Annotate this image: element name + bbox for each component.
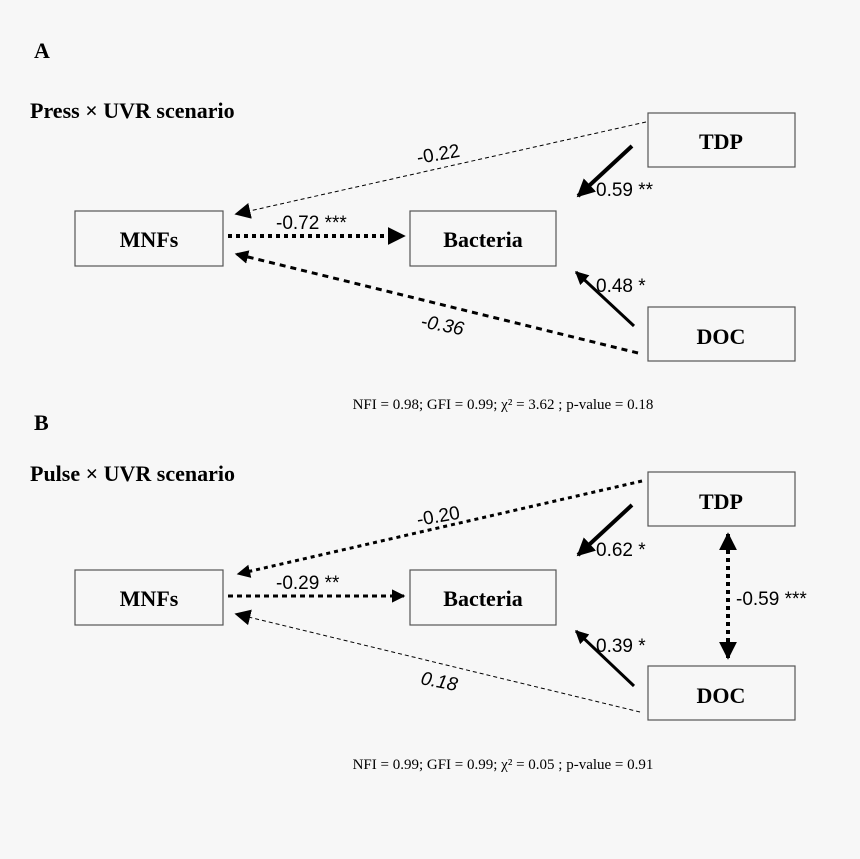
arrow-tdp-mnfs: [234, 121, 647, 219]
coef-tdp-bacteria: 0.62 *: [596, 540, 646, 561]
arrow-tdp-bacteria: [576, 144, 634, 198]
coef-tdp-doc: -0.59 ***: [736, 589, 807, 610]
node-label: MNFs: [120, 586, 179, 611]
panel-a: A Press × UVR scenario MNFs Bacteria TDP…: [30, 38, 796, 413]
coef-doc-mnfs: 0.18: [419, 668, 460, 696]
node-tdp: TDP: [647, 112, 796, 168]
arrow-doc-bacteria: [574, 270, 636, 328]
node-mnfs: MNFs: [74, 569, 224, 626]
coef-mnfs-bacteria: -0.29 **: [276, 573, 340, 594]
arrow-doc-mnfs: [234, 609, 641, 713]
node-label: TDP: [699, 129, 743, 154]
panel-b-letter: B: [34, 410, 49, 435]
panel-b: B Pulse × UVR scenario MNFs Bacteria TDP…: [30, 410, 807, 773]
coef-mnfs-bacteria: -0.72 ***: [276, 213, 347, 234]
node-tdp: TDP: [647, 471, 796, 527]
node-label: TDP: [699, 489, 743, 514]
node-label: DOC: [697, 324, 746, 349]
coef-doc-mnfs: -0.36: [419, 311, 466, 340]
node-mnfs: MNFs: [74, 210, 224, 267]
node-label: Bacteria: [443, 586, 522, 611]
node-doc: DOC: [647, 306, 796, 362]
panel-a-title: Press × UVR scenario: [30, 98, 235, 123]
arrow-doc-mnfs: [234, 250, 639, 355]
panel-a-fit-stats: NFI = 0.98; GFI = 0.99; χ² = 3.62 ; p-va…: [353, 397, 654, 413]
node-label: DOC: [697, 683, 746, 708]
panel-b-fit-stats: NFI = 0.99; GFI = 0.99; χ² = 0.05 ; p-va…: [353, 757, 654, 773]
coef-doc-bacteria: 0.48 *: [596, 276, 646, 297]
coef-tdp-mnfs: -0.20: [415, 503, 461, 531]
coef-doc-bacteria: 0.39 *: [596, 636, 646, 657]
arrow-tdp-bacteria: [576, 503, 634, 557]
panel-b-title: Pulse × UVR scenario: [30, 461, 235, 486]
coef-tdp-bacteria: 0.59 **: [596, 180, 654, 201]
node-bacteria: Bacteria: [409, 210, 557, 267]
node-label: Bacteria: [443, 227, 522, 252]
node-doc: DOC: [647, 665, 796, 721]
arrow-tdp-mnfs: [236, 479, 643, 578]
arrow-doc-bacteria: [574, 629, 636, 688]
node-bacteria: Bacteria: [409, 569, 557, 626]
node-label: MNFs: [120, 227, 179, 252]
panel-a-letter: A: [34, 38, 50, 63]
